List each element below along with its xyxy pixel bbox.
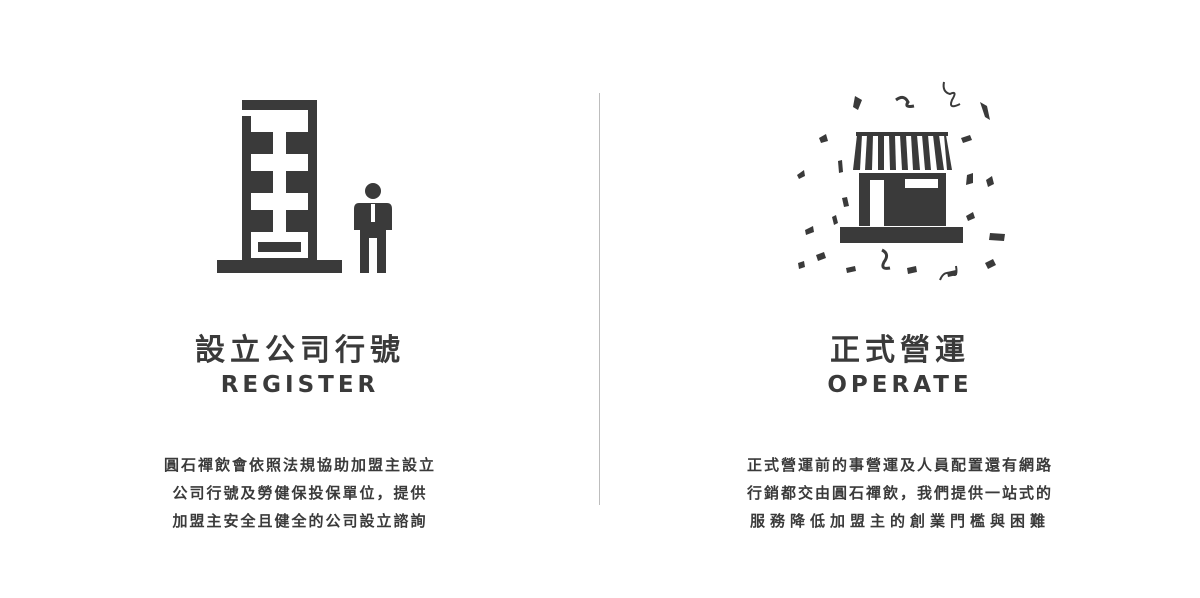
operate-title: 正式營運 <box>830 333 970 368</box>
operate-desc-line: 正式營運前的事營運及人員配置還有網路 <box>746 456 1053 474</box>
divider <box>599 93 600 505</box>
register-panel: 設立公司行號 REGISTER 圓石禪飲會依照法規協助加盟主設立 公司行號及勞健… <box>0 80 600 535</box>
register-illustration <box>0 80 600 290</box>
operate-panel: 正式營運 OPERATE 正式營運前的事營運及人員配置還有網路 行銷都交由圓石禪… <box>600 0 1200 598</box>
operate-subtitle: OPERATE <box>827 372 973 398</box>
register-description: 圓石禪飲會依照法規協助加盟主設立 公司行號及勞健保投保單位，提供 加盟主安全且健… <box>0 451 600 535</box>
register-subtitle: REGISTER <box>220 372 380 398</box>
storefront-confetti-icon <box>797 81 1005 281</box>
operate-desc-line: 行銷都交由圓石禪飲，我們提供一站式的 <box>746 484 1053 502</box>
operate-illustration <box>600 80 1200 290</box>
register-desc-line: 加盟主安全且健全的公司設立諮詢 <box>172 512 428 530</box>
operate-description: 正式營運前的事營運及人員配置還有網路 行銷都交由圓石禪飲，我們提供一站式的 服務… <box>600 451 1200 535</box>
register-desc-line: 圓石禪飲會依照法規協助加盟主設立 <box>163 456 436 474</box>
register-title: 設立公司行號 <box>195 333 405 368</box>
operate-desc-line: 服務降低加盟主的創業門檻與困難 <box>749 512 1050 530</box>
register-desc-line: 公司行號及勞健保投保單位，提供 <box>172 484 428 502</box>
building-person-icon <box>217 100 392 273</box>
